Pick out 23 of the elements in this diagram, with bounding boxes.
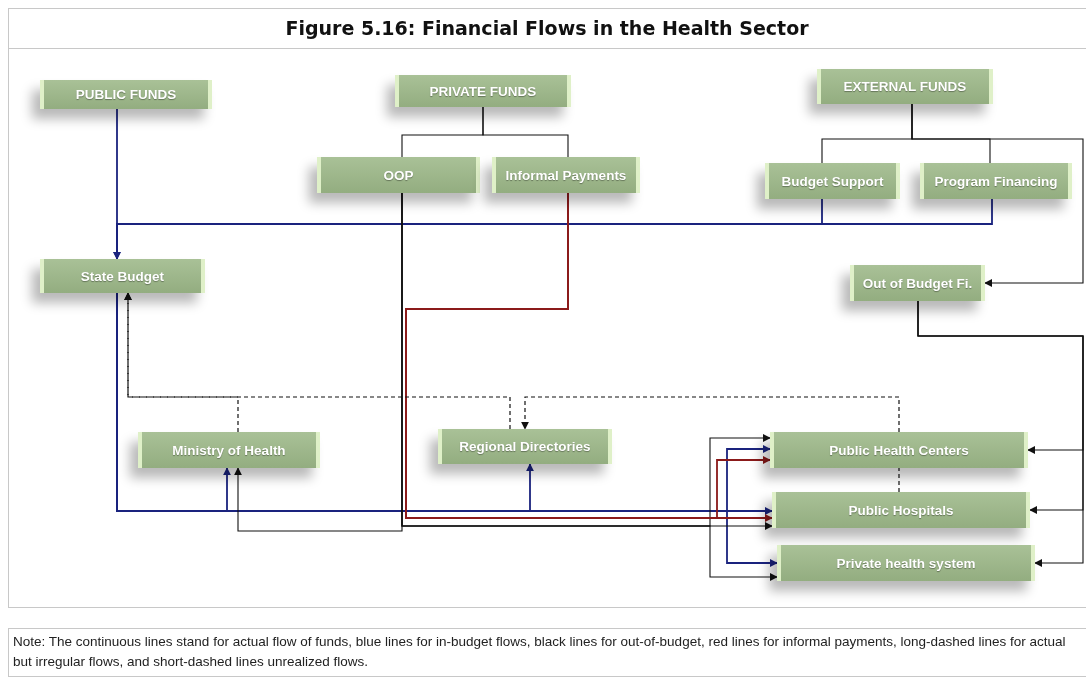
flow-box: Informal Payments	[492, 157, 640, 193]
flow-box: State Budget	[40, 259, 205, 293]
flow-arrow	[124, 292, 511, 430]
flow-box: Ministry of Health	[138, 432, 320, 468]
flow-arrow	[113, 198, 993, 260]
flow-arrow	[911, 103, 1084, 287]
flow-box: Public Hospitals	[772, 492, 1030, 528]
flow-arrow	[917, 300, 1084, 567]
figure-title: Figure 5.16: Financial Flows in the Health Sector	[285, 17, 809, 39]
flow-arrow	[521, 396, 900, 433]
flow-box: Public Health Centers	[770, 432, 1028, 468]
note-text: Note: The continuous lines stand for actual flow of funds, blue lines for in-budget flows, black lines for out-of-budget, red lines for informal payments, long-dashed lines for actual but irregular flows, and short-dashed lines unrealized flows.	[13, 633, 1067, 671]
connector-line	[898, 467, 900, 493]
flow-box: Program Financing	[920, 163, 1072, 199]
flow-box: OOP	[317, 157, 480, 193]
flow-box: PUBLIC FUNDS	[40, 80, 212, 109]
flow-box: EXTERNAL FUNDS	[817, 69, 993, 104]
connector-line	[482, 106, 569, 158]
flow-box: PRIVATE FUNDS	[395, 75, 571, 107]
flow-box: Out of Budget Fi.	[850, 265, 985, 301]
flow-box: Private health system	[777, 545, 1035, 581]
flow-box: Budget Support	[765, 163, 900, 199]
flow-box: Regional Directories	[438, 429, 612, 464]
